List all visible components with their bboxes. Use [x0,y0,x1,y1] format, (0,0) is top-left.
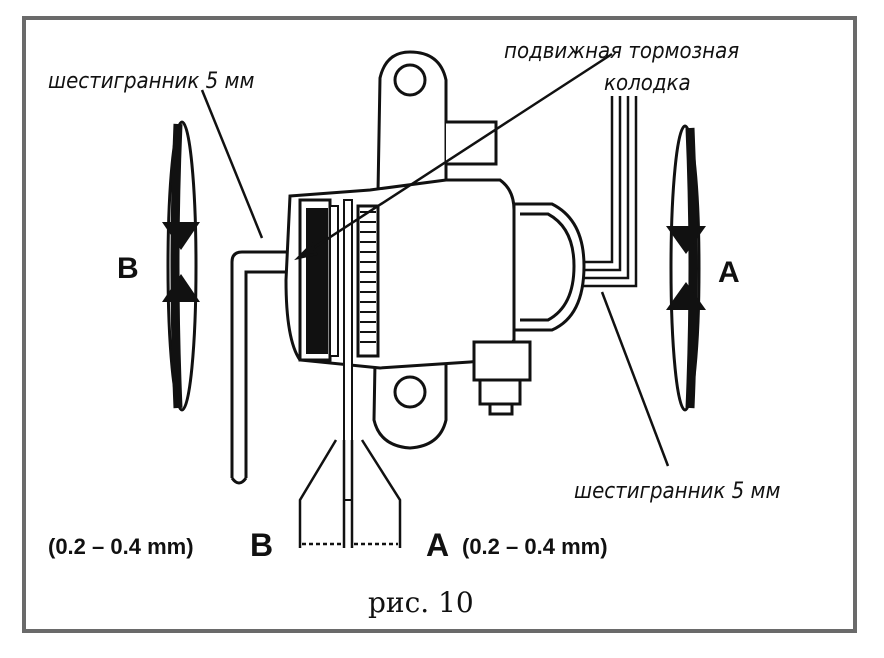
hex-key-label-left: шестигранник 5 мм [48,69,254,94]
gap-b-range: (0.2 – 0.4 mm) [48,534,194,559]
wheel-label-a: A [718,256,740,289]
gap-a-letter: A [426,527,449,563]
left-hex-key [230,250,300,485]
pad-label-line1: подвижная тормозная [504,39,739,64]
hex-key-label-right: шестигранник 5 мм [574,479,780,504]
brake-pads [298,198,380,501]
gap-a-range: (0.2 – 0.4 mm) [462,534,608,559]
right-rotation-wheel [666,124,706,412]
arrow-down-icon [666,226,706,254]
wheel-label-b: B [117,252,139,285]
arrow-up-icon [162,274,200,302]
gap-b-letter: B [250,527,273,563]
left-rotation-wheel [162,120,200,412]
arrow-down-icon [162,222,200,250]
leader-lines [200,52,670,467]
pad-label-line2: колодка [604,71,691,96]
figure-caption: рис. 10 [368,586,474,619]
arrow-up-icon [666,282,706,310]
right-hex-key [582,96,638,288]
gap-dimension [298,439,402,548]
brake-rotor [343,199,353,501]
